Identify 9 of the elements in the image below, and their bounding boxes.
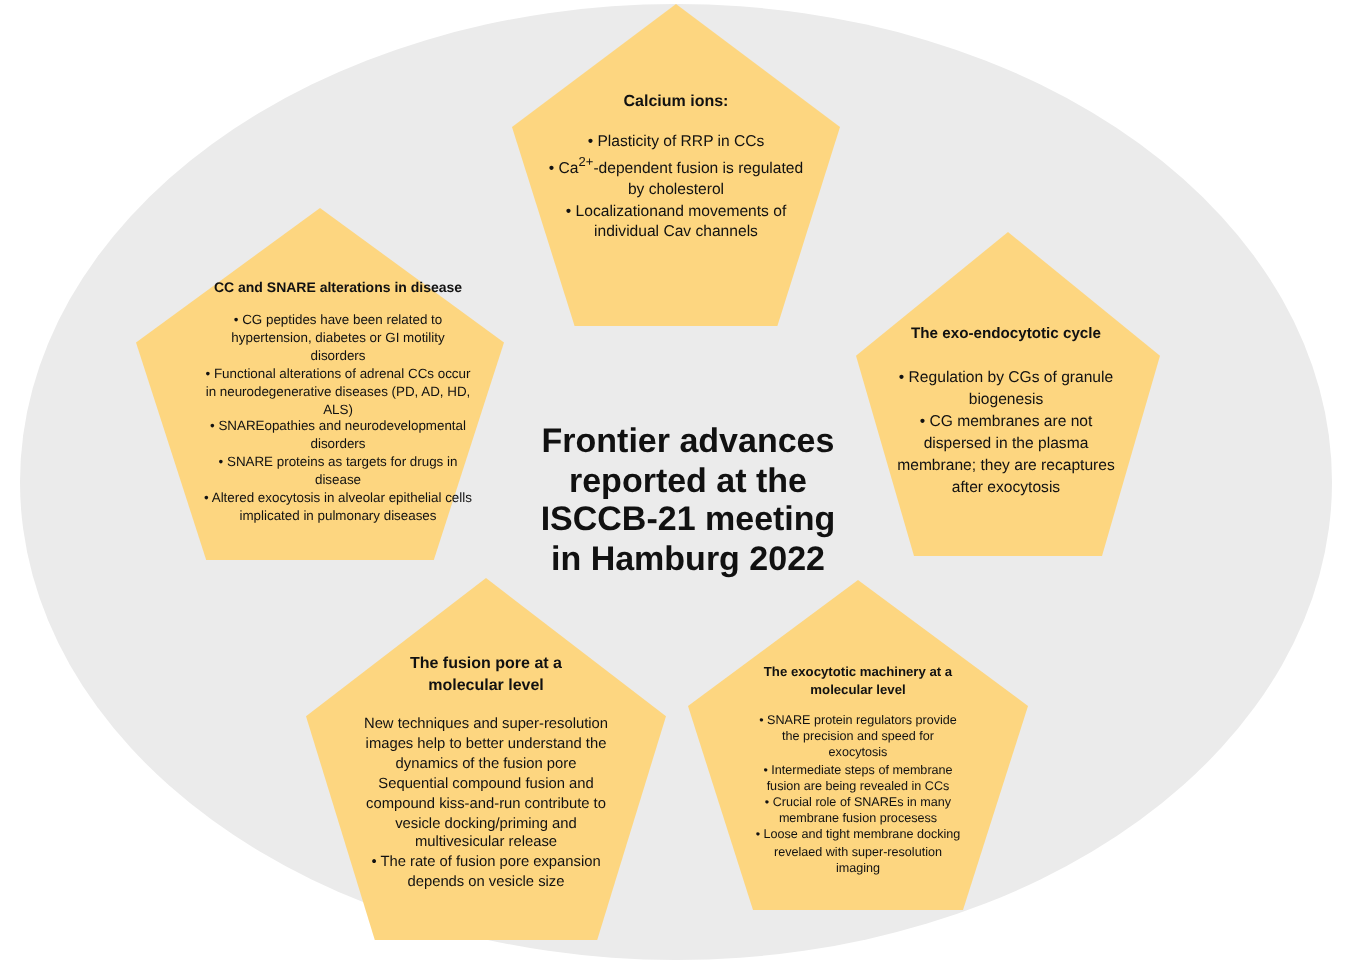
pentagon-heading: Calcium ions: [623,92,729,112]
topic-pentagon [688,580,1028,910]
topic-pentagon [512,4,840,326]
ellipse-panel [20,4,1332,960]
topic-pentagon [856,232,1160,556]
topic-pentagon [136,208,504,560]
central-heading: Frontier advances reported at the ISCCB-21 meeting in Hamburg 2022 [538,422,838,578]
pentagon-heading: The fusion pore at a molecular level [407,652,564,696]
topic-pentagon [306,578,666,940]
